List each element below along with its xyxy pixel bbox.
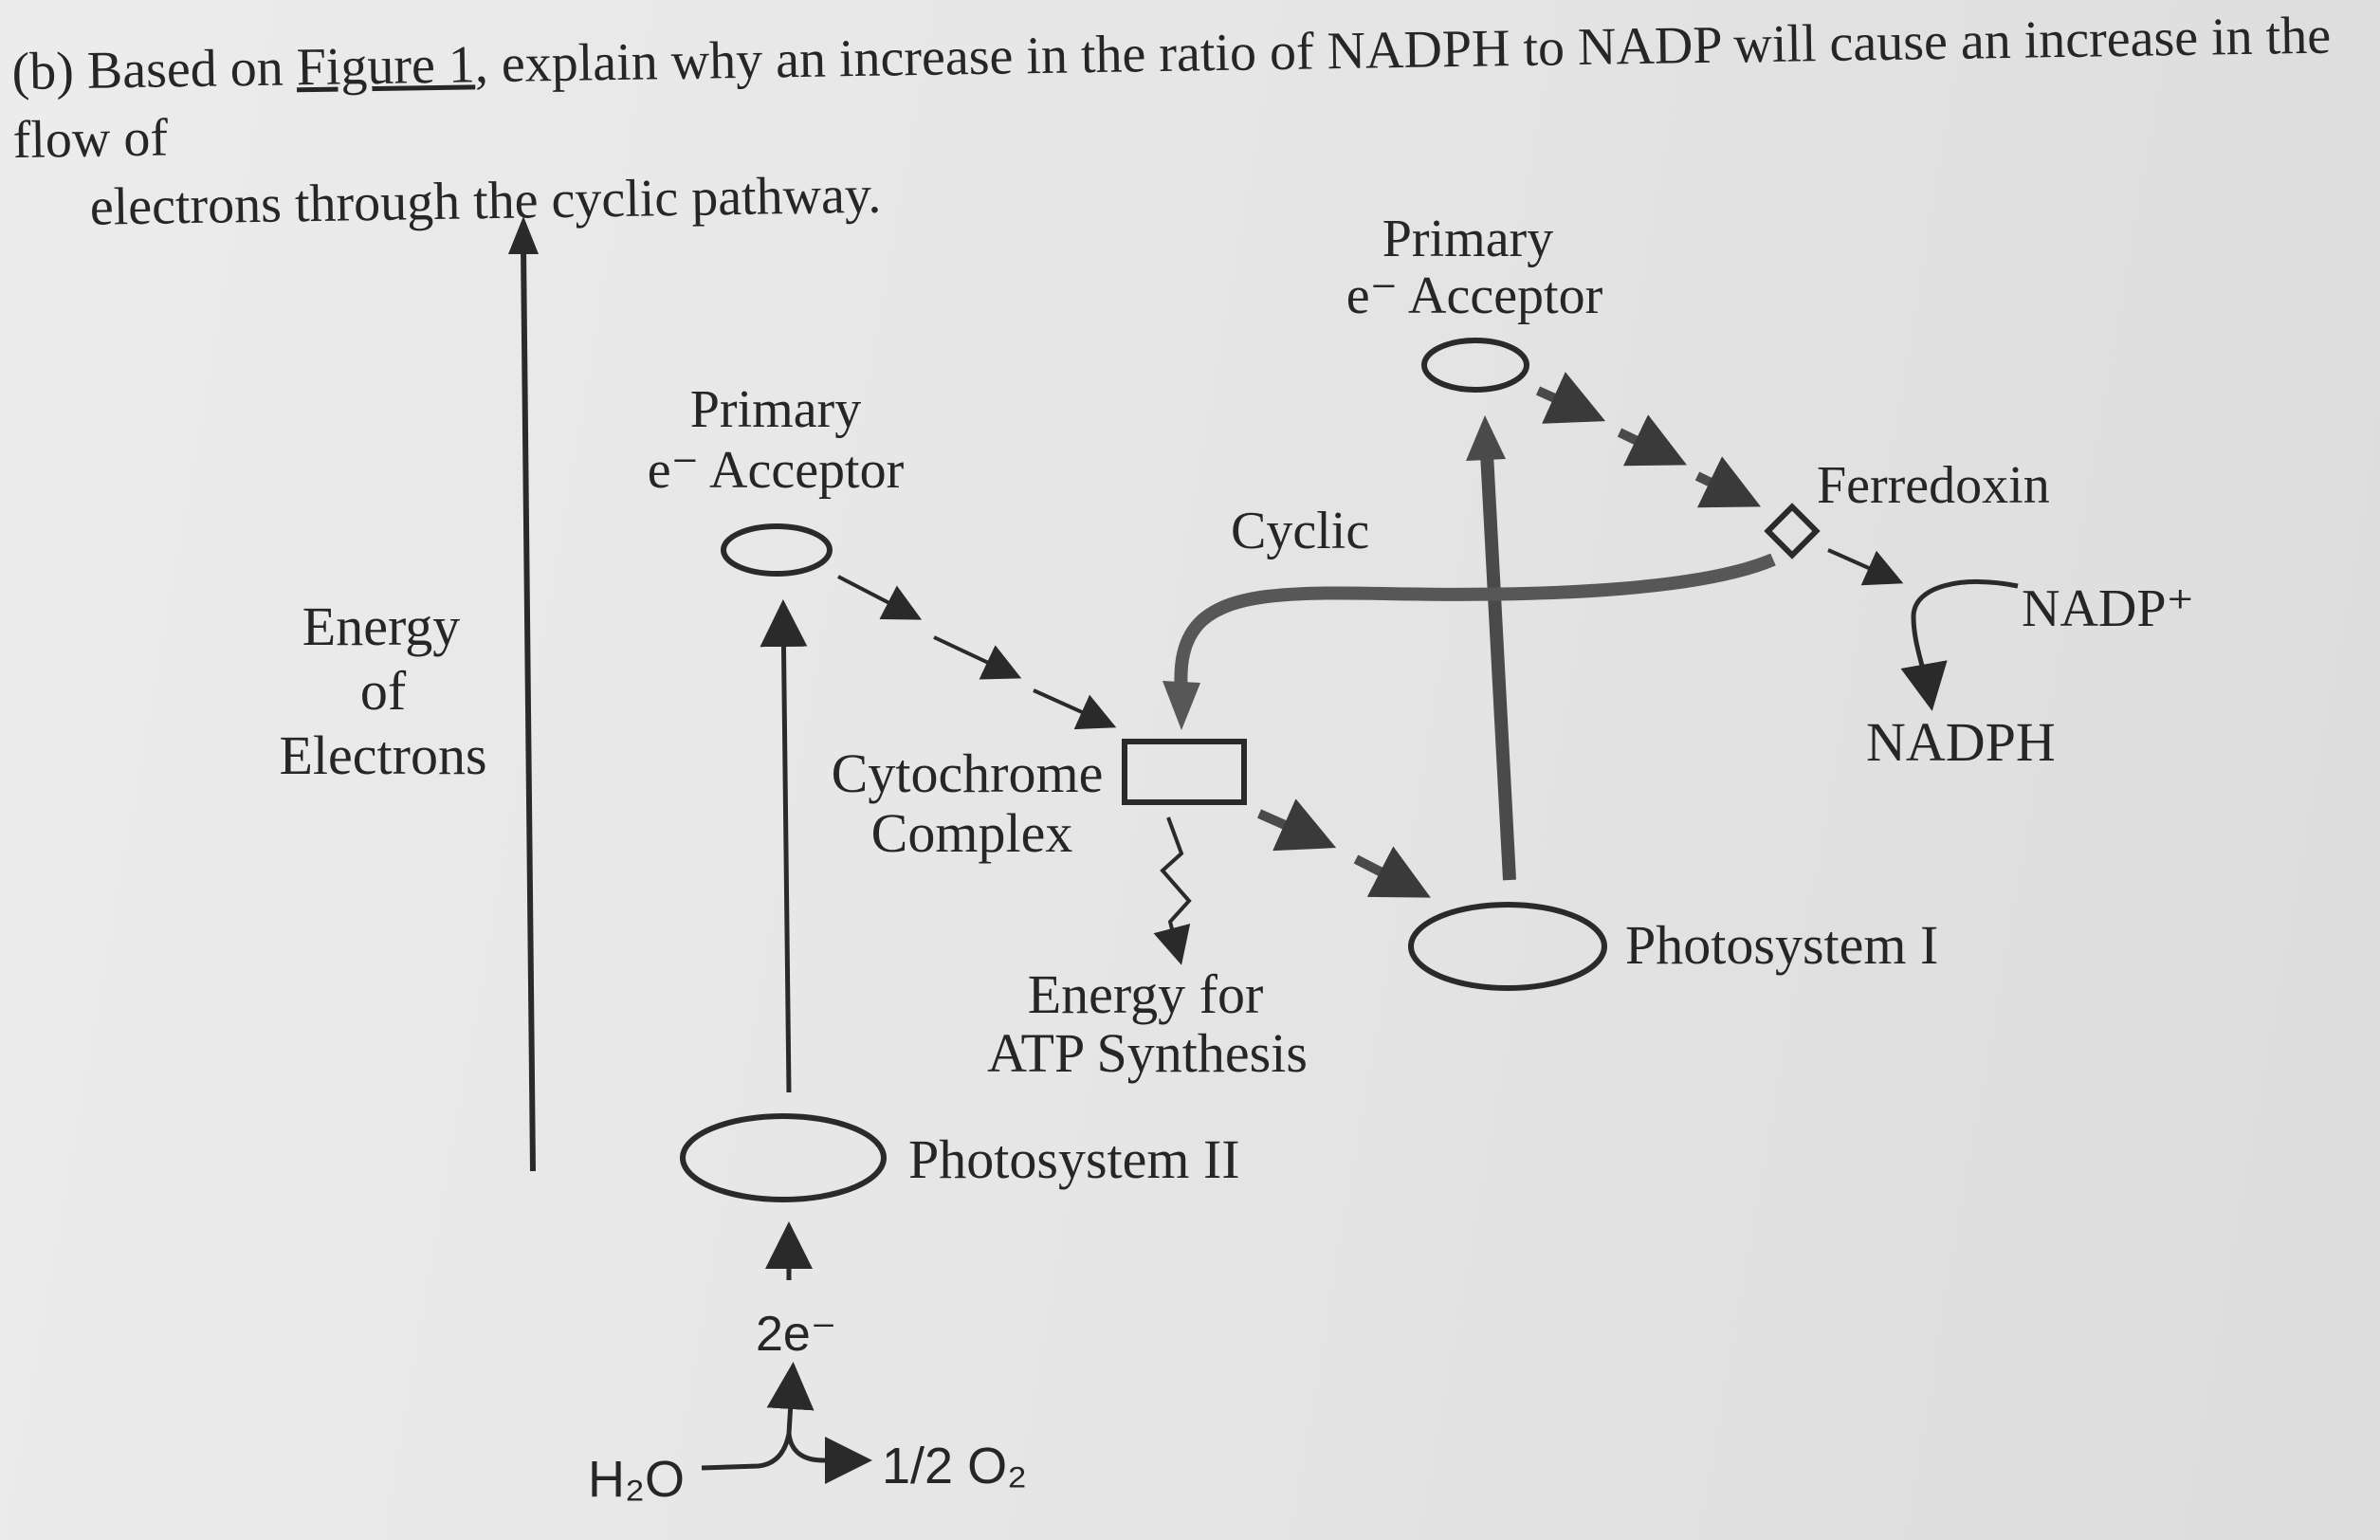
cytochrome-to-psi-chain [1256, 798, 1431, 898]
photosystem-2-shape [680, 1113, 887, 1202]
psii-acceptor-label-1: Primary [690, 380, 861, 439]
water-label: H₂O [588, 1451, 685, 1508]
cyclic-label: Cyclic [1231, 502, 1369, 560]
nadph-label: NADPH [1866, 711, 2056, 773]
psi-acceptor-label-2: e⁻ Acceptor [1346, 266, 1603, 325]
cytochrome-label-2: Complex [871, 802, 1073, 864]
axis-label-of: of [360, 660, 407, 722]
ferredoxin-to-nadp-arrow [1827, 548, 1904, 586]
cytochrome-label-1: Cytochrome [832, 742, 1104, 804]
atp-synthesis-label: ATP Synthesis [987, 1022, 1308, 1084]
axis-label-energy: Energy [302, 596, 460, 657]
cyclic-flow-arrow [1174, 553, 1776, 693]
oxygen-label: 1/2 O₂ [882, 1438, 1027, 1494]
energy-for-label: Energy for [1028, 963, 1264, 1025]
psi-primary-acceptor-shape [1421, 338, 1529, 393]
photosystem-2-label: Photosystem II [908, 1128, 1240, 1190]
nadp-reduction-arrow [1900, 578, 2019, 711]
water-to-electrons-arrow [766, 1362, 815, 1435]
energy-axis [508, 216, 539, 1172]
ferredoxin-label: Ferredoxin [1817, 456, 2050, 515]
atp-energy-zigzag [1153, 816, 1192, 965]
psi-to-ferredoxin-chain [1535, 372, 1762, 508]
photosystem-1-shape [1408, 902, 1607, 991]
psi-acceptor-label-1: Primary [1382, 210, 1553, 268]
photosystem-1-label: Photosystem I [1625, 914, 1938, 976]
water-splitting-line [701, 1433, 872, 1484]
psii-primary-acceptor-shape [721, 523, 833, 577]
nadp-plus-label: NADP⁺ [2022, 579, 2194, 638]
psii-excitation-arrow [760, 599, 808, 1093]
psii-to-cytochrome-chain [837, 575, 1117, 730]
ferredoxin-shape [1764, 503, 1821, 559]
electrons-label: 2e⁻ [756, 1307, 836, 1362]
cytochrome-complex-shape [1122, 739, 1247, 805]
axis-label-electrons: Electrons [279, 724, 486, 786]
psi-excitation-arrow [1480, 452, 1516, 881]
psii-acceptor-label-2: e⁻ Acceptor [648, 441, 905, 500]
